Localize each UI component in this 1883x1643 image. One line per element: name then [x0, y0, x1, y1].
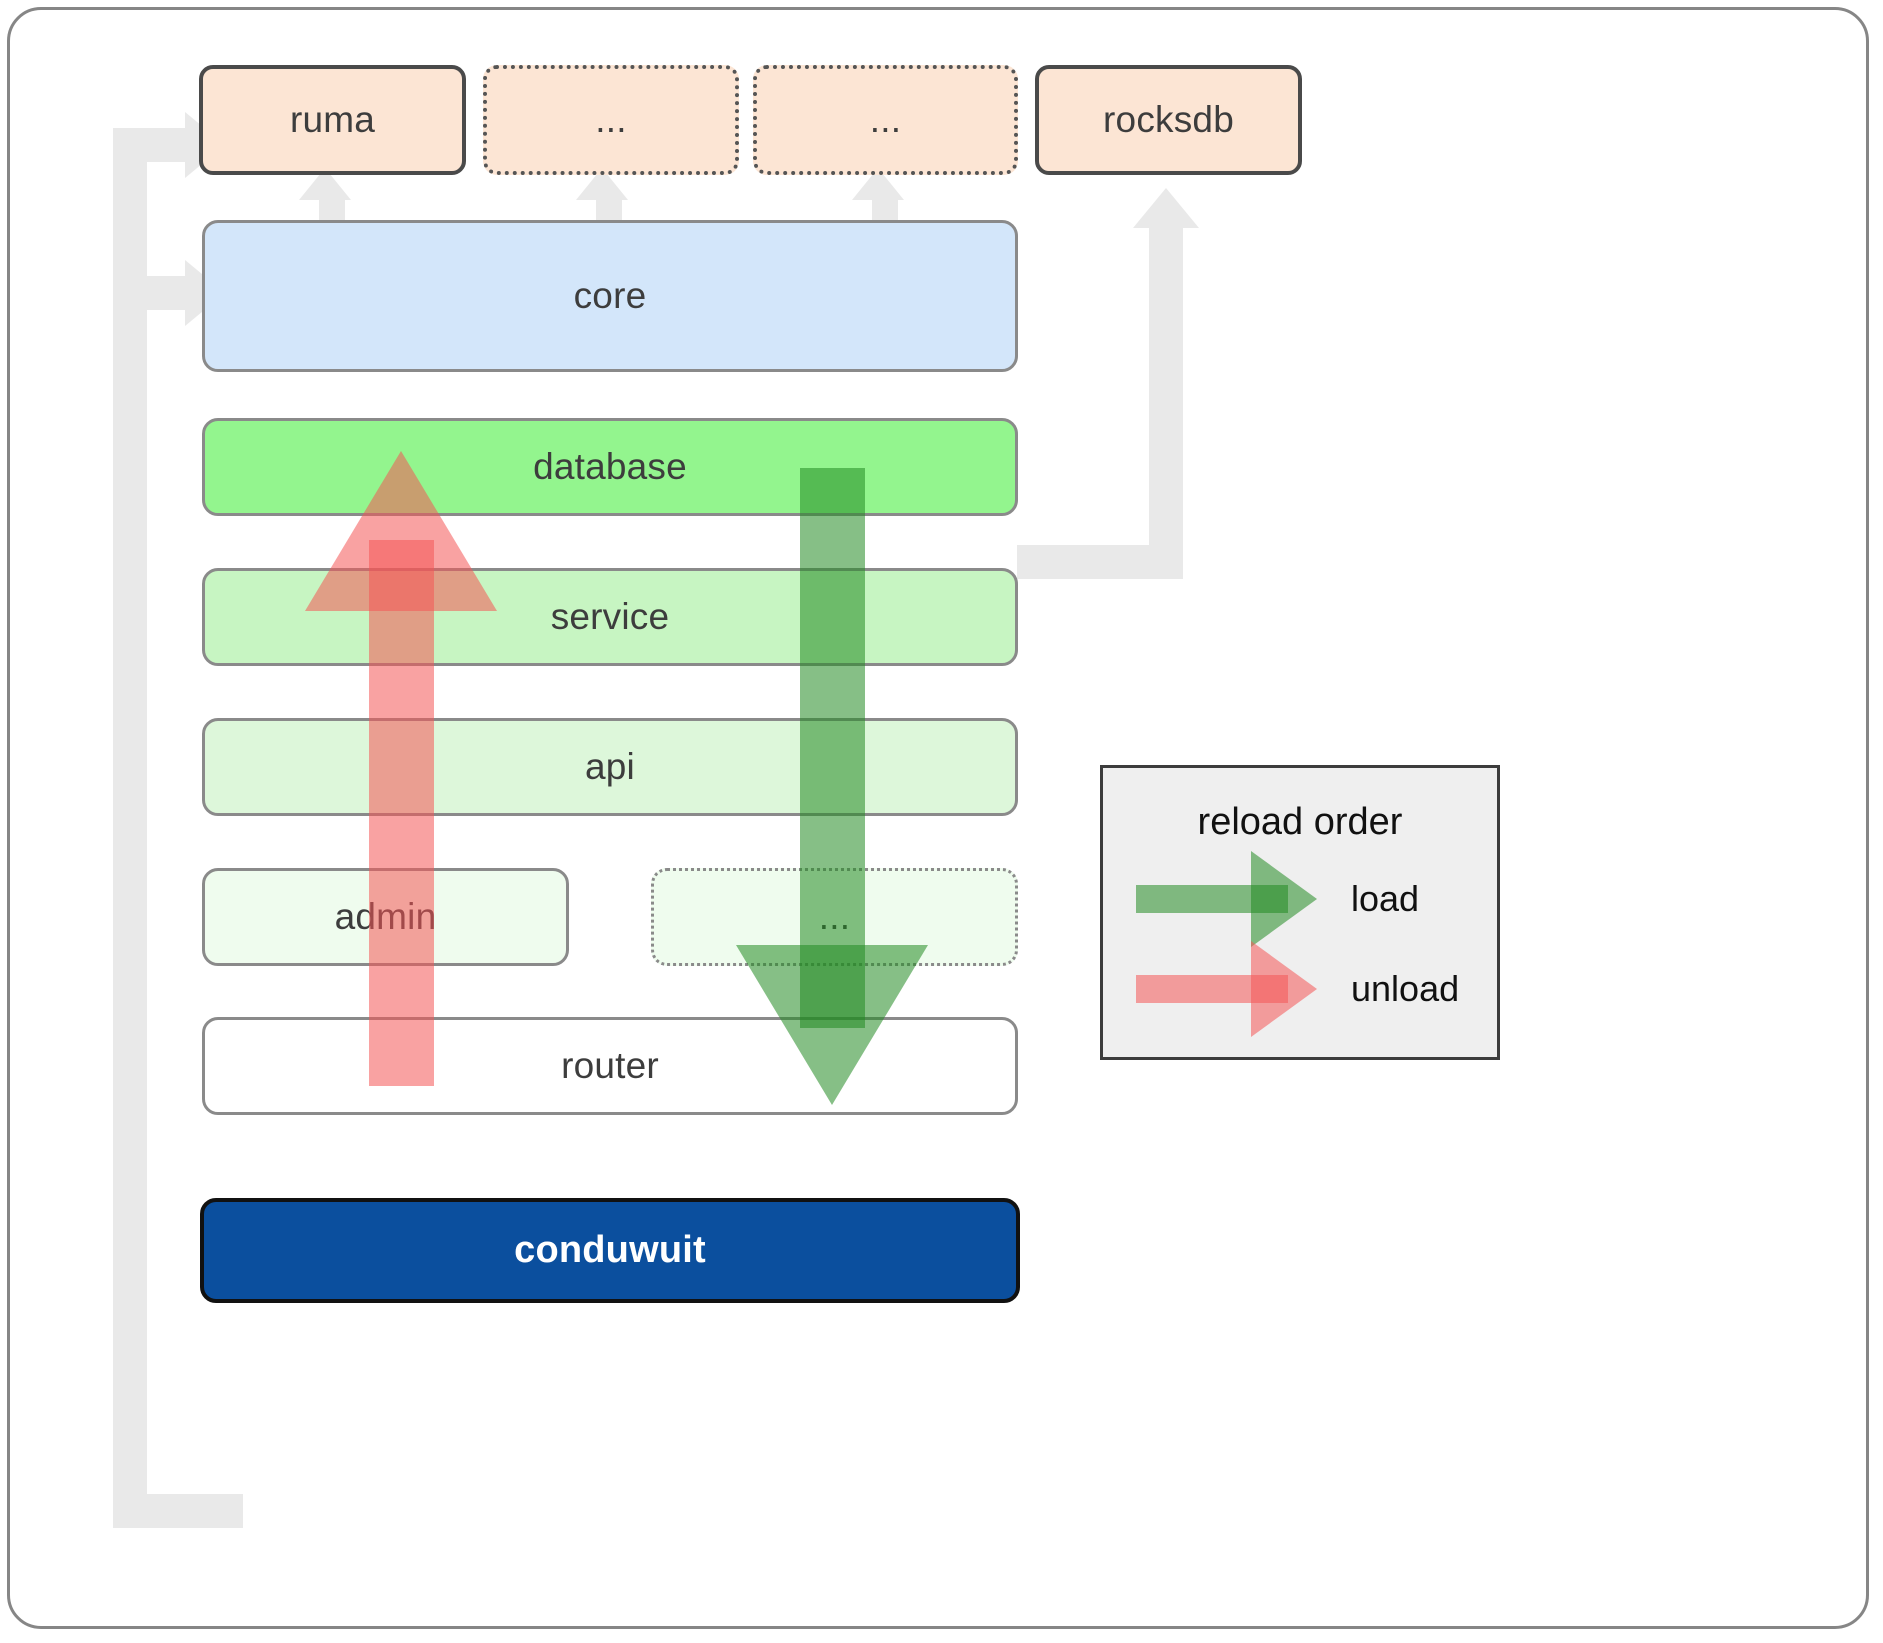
layer-box-api[interactable]: api [202, 718, 1018, 816]
dependency-label: ruma [289, 99, 376, 140]
layer-label: database [533, 446, 687, 487]
dependency-box-ruma[interactable]: ruma [199, 65, 466, 175]
layer-label: router [561, 1045, 659, 1086]
unload-arrow-head [305, 451, 497, 611]
legend-title: reload order [1197, 801, 1403, 843]
dependency-label: ... [595, 99, 627, 140]
core-label: core [573, 275, 647, 316]
dependency-label: ... [869, 99, 902, 140]
dependency-box-placeholder-2[interactable]: ... [753, 65, 1018, 175]
core-box[interactable]: core [202, 220, 1018, 372]
dependency-box-placeholder-1[interactable]: ... [483, 65, 739, 175]
connector-database-to-rocksdb-vertical [1149, 228, 1183, 579]
unload-arrow-shaft [369, 540, 434, 1086]
connector-trunk-bottom [113, 1494, 243, 1528]
app-label: conduwuit [514, 1229, 706, 1271]
layer-label: api [585, 746, 635, 787]
connector-branch-ruma [113, 128, 185, 162]
legend-label-unload: unload [1351, 968, 1460, 1009]
dependency-label: rocksdb [1103, 99, 1234, 140]
legend-panel: reload order load unload [1100, 765, 1500, 1060]
legend-load-arrow-head [1251, 851, 1317, 947]
layer-label: service [550, 596, 670, 637]
load-arrow-head [736, 945, 928, 1105]
legend-label-load: load [1351, 878, 1420, 919]
connector-arrowhead-rocksdb [1133, 188, 1199, 228]
app-box-conduwuit[interactable]: conduwuit [200, 1198, 1020, 1303]
legend-unload-arrow-head [1251, 941, 1317, 1037]
load-arrow-shaft [800, 468, 865, 1028]
connector-branch-core [113, 276, 185, 310]
dependency-box-rocksdb[interactable]: rocksdb [1035, 65, 1302, 175]
connector-trunk-vertical [113, 128, 147, 1528]
